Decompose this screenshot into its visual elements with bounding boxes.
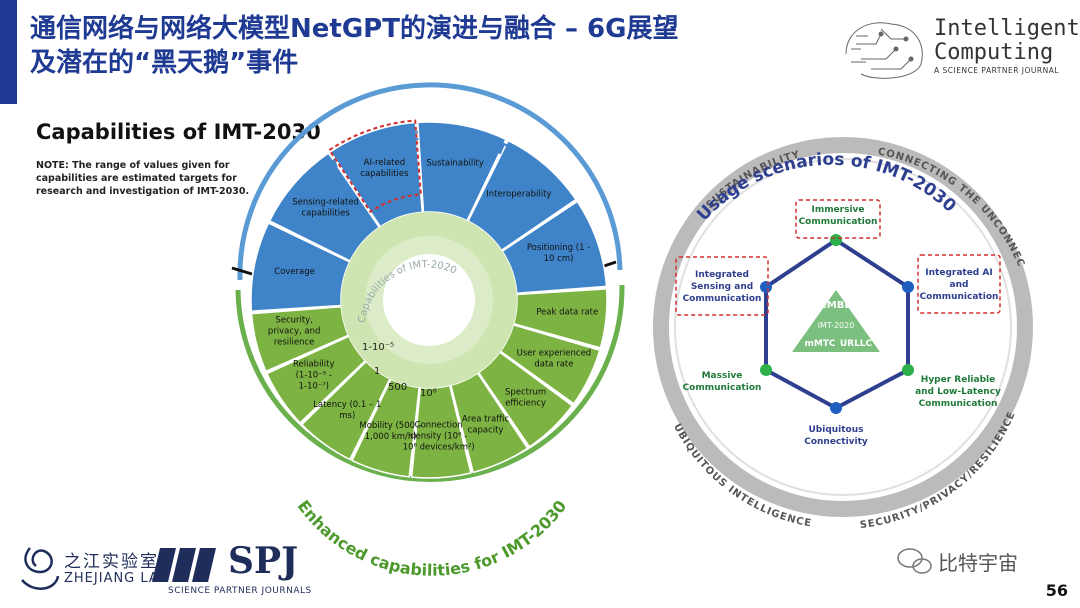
wechat-icon xyxy=(897,548,932,574)
enhanced-capability-label: Peak data rate xyxy=(536,308,598,318)
enhanced-capability-label: Reliability(1-10⁻⁵ -1-10⁻⁷) xyxy=(293,360,335,392)
node-ubiquitous xyxy=(830,402,842,414)
capabilities-title: Capabilities of IMT-2030 xyxy=(36,120,321,144)
title-line-2: 及潜在的“黑天鹅”事件 xyxy=(30,48,299,78)
highlight-isac xyxy=(675,256,769,316)
enhanced-capabilities-arc xyxy=(235,284,625,482)
center-imt2020: IMT-2020 xyxy=(818,321,855,330)
zhejiang-lab-logo-icon xyxy=(21,547,60,590)
brain-logo-icon xyxy=(845,22,923,79)
center-urllc: URLLC xyxy=(840,339,873,349)
node-isac xyxy=(760,281,772,293)
zhejiang-lab-cn: 之江实验室 xyxy=(64,552,159,572)
usage-outer-ring xyxy=(653,137,1033,517)
spj-subtitle: SCIENCE PARTNER JOURNALS xyxy=(168,586,312,596)
inner-value-mobility: 500 xyxy=(388,382,407,393)
new-capability-label: Sustainability xyxy=(426,159,484,169)
new-capabilities-arc xyxy=(237,82,623,281)
spj-wordmark: SPJ xyxy=(228,540,299,582)
new-capability-label: Interoperability xyxy=(486,190,551,200)
highlight-integrated-ai xyxy=(917,254,1001,314)
spj-logo-icon xyxy=(152,548,216,582)
page-number: 56 xyxy=(1045,581,1068,600)
node-hrllc xyxy=(902,364,914,376)
arc-divider-left xyxy=(231,266,253,276)
ai-capabilities-highlight xyxy=(328,119,422,214)
journal-name-line2: Computing xyxy=(934,40,1054,65)
enhanced-capability-label: Mobility (500 –1,000 km/h) xyxy=(359,421,422,442)
center-mmtc: mMTC xyxy=(804,339,835,349)
new-capability-label: Positioning (1 -10 cm) xyxy=(527,243,590,264)
enhanced-capabilities-label: Enhanced capabilities for IMT-2030 xyxy=(294,497,571,580)
accent-bar xyxy=(0,0,17,104)
journal-name-line1: Intelligent xyxy=(934,16,1080,41)
slide-title: 通信网络与网络大模型NetGPT的演进与融合 – 6G展望 及潜在的“黑天鹅”事… xyxy=(30,12,790,80)
new-capability-label: Coverage xyxy=(274,267,315,277)
inner-value-density: 10⁶ xyxy=(420,388,437,399)
inner-value-latency: 1 xyxy=(374,366,380,377)
zhejiang-lab-en: ZHEJIANG LAB xyxy=(64,571,169,586)
highlight-immersive xyxy=(795,199,881,239)
node-integrated-ai xyxy=(902,281,914,293)
wechat-account: 比特宇宙 xyxy=(938,551,1018,575)
inner-value-reliability: 1-10⁻⁵ xyxy=(362,342,394,353)
capabilities-note: NOTE: The range of values given for capa… xyxy=(36,160,250,197)
journal-tagline: A SCIENCE PARTNER JOURNAL xyxy=(934,66,1060,75)
inner-center xyxy=(383,254,475,346)
title-line-1: 通信网络与网络大模型NetGPT的演进与融合 – 6G展望 xyxy=(30,14,679,44)
node-massive xyxy=(760,364,772,376)
imt2020-triangle xyxy=(792,290,880,352)
node-immersive xyxy=(830,234,842,246)
center-embb: eMBB xyxy=(820,300,852,311)
